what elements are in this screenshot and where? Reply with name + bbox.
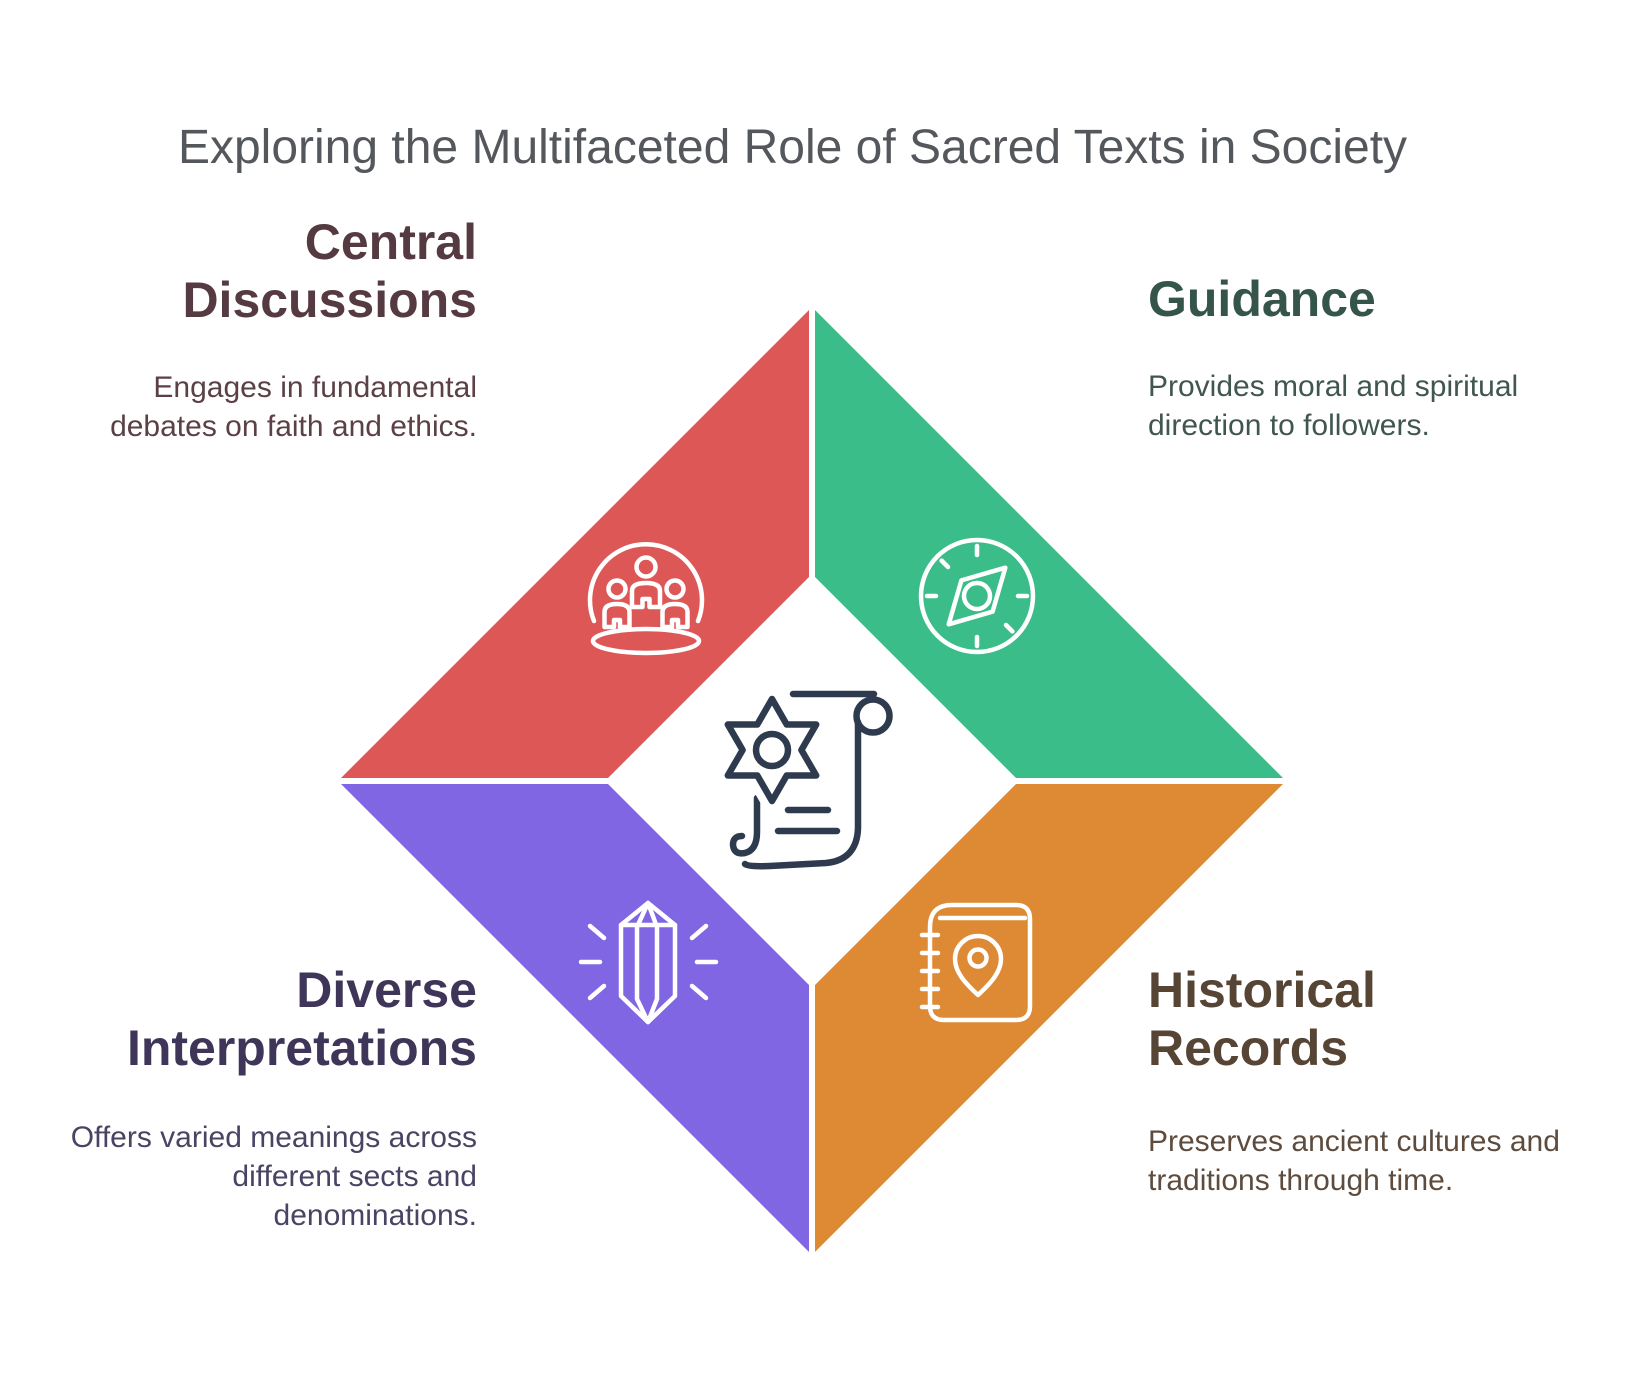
journal-location-icon — [919, 902, 1033, 1023]
scroll-with-star-icon — [716, 688, 893, 870]
six-pointed-star — [724, 695, 820, 805]
heading-historical-records: Historical Records — [1148, 962, 1376, 1076]
quadrant-green-guidance — [815, 310, 1283, 778]
page-title: Exploring the Multifaceted Role of Sacre… — [177, 121, 1408, 174]
compass-icon — [918, 537, 1036, 655]
quadrant-orange-historical-records — [815, 784, 1283, 1252]
body-guidance: Provides moral and spiritual direction t… — [1148, 370, 1519, 442]
crystal-icon — [578, 900, 719, 1025]
heading-diverse-interpretations: Diverse Interpretations — [126, 962, 477, 1076]
quadrant-red-central-discussions — [341, 310, 809, 778]
body-historical-records: Preserves ancient cultures and tradition… — [1148, 1125, 1560, 1197]
quadrant-purple-diverse-interpretations — [341, 784, 809, 1252]
heading-guidance: Guidance — [1148, 271, 1376, 327]
heading-central-discussions: Central Discussions — [182, 214, 477, 328]
community-people-icon — [587, 541, 705, 656]
body-central-discussions: Engages in fundamental debates on faith … — [110, 371, 477, 443]
body-diverse-interpretations: Offers varied meanings across different … — [70, 1121, 477, 1232]
